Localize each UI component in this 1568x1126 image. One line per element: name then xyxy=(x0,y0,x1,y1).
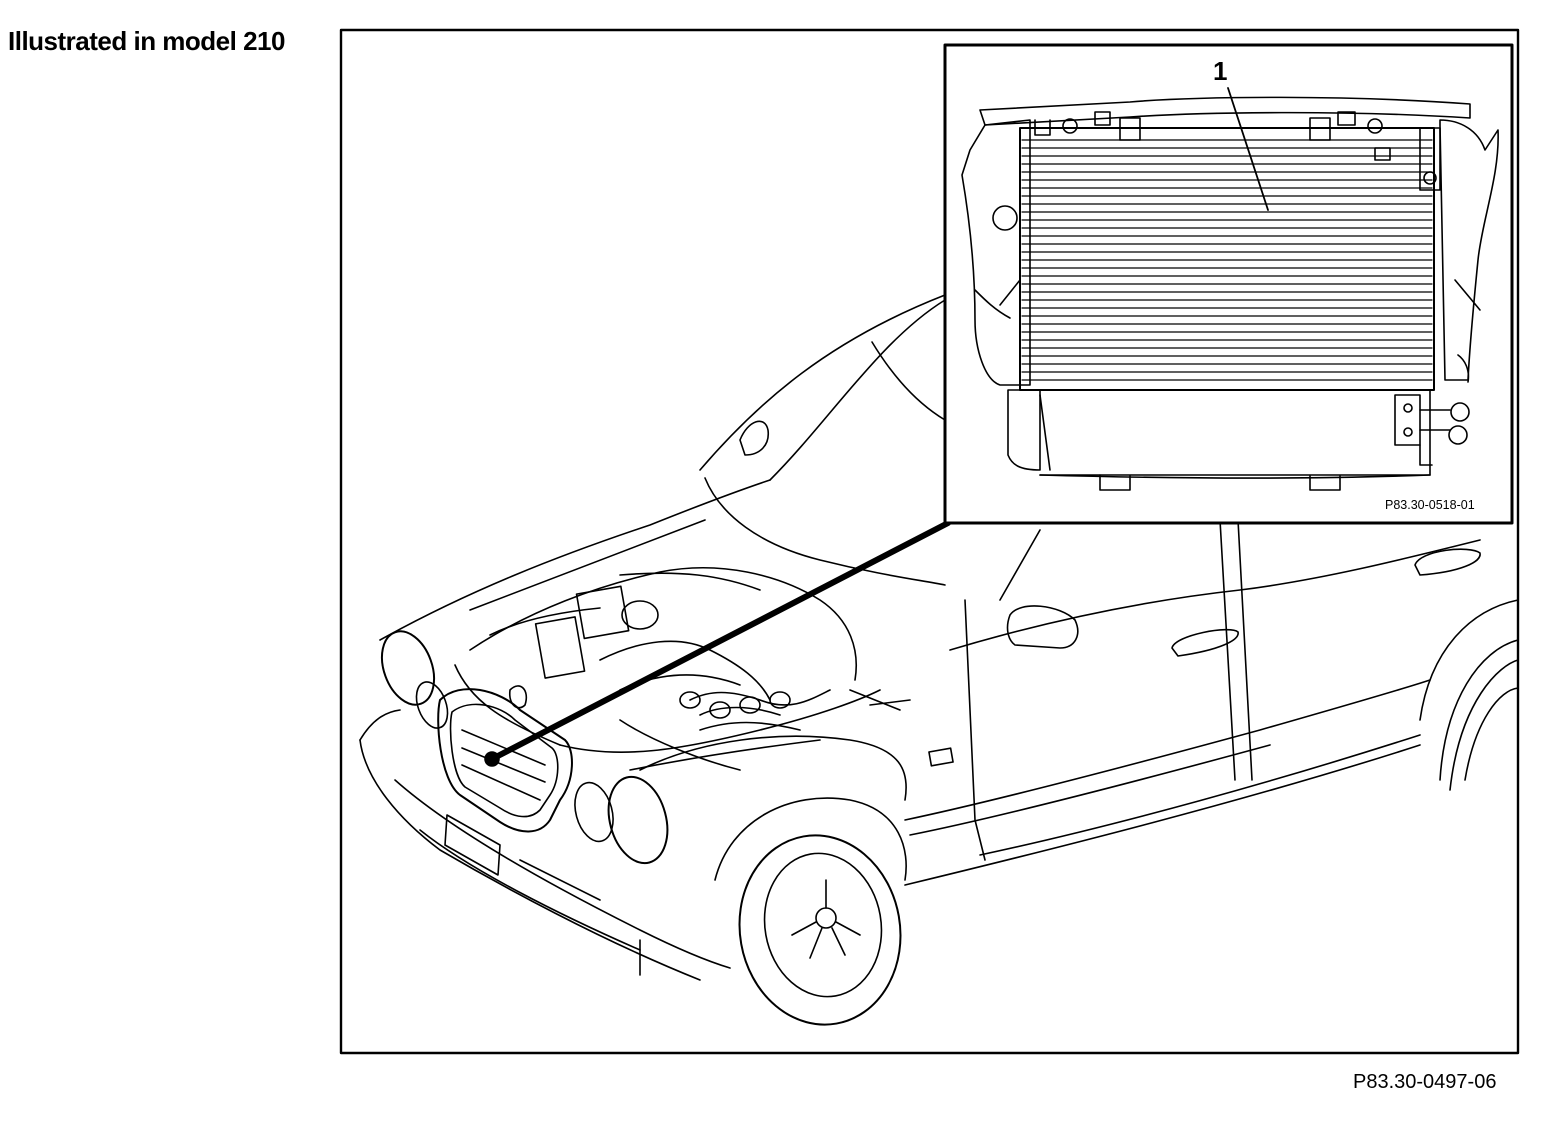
figure-code: P83.30-0497-06 xyxy=(1353,1071,1497,1093)
condenser-fins xyxy=(1021,139,1433,381)
callout-number: 1 xyxy=(1213,56,1228,86)
inset-figure-code: P83.30-0518-01 xyxy=(1385,498,1475,512)
condenser-drawing xyxy=(961,96,1499,491)
page-title: Illustrated in model 210 xyxy=(8,26,285,56)
callout-leader xyxy=(1227,87,1269,211)
leader-line xyxy=(489,520,951,762)
car-body xyxy=(359,294,1519,1026)
figure-frame xyxy=(339,28,1520,1055)
